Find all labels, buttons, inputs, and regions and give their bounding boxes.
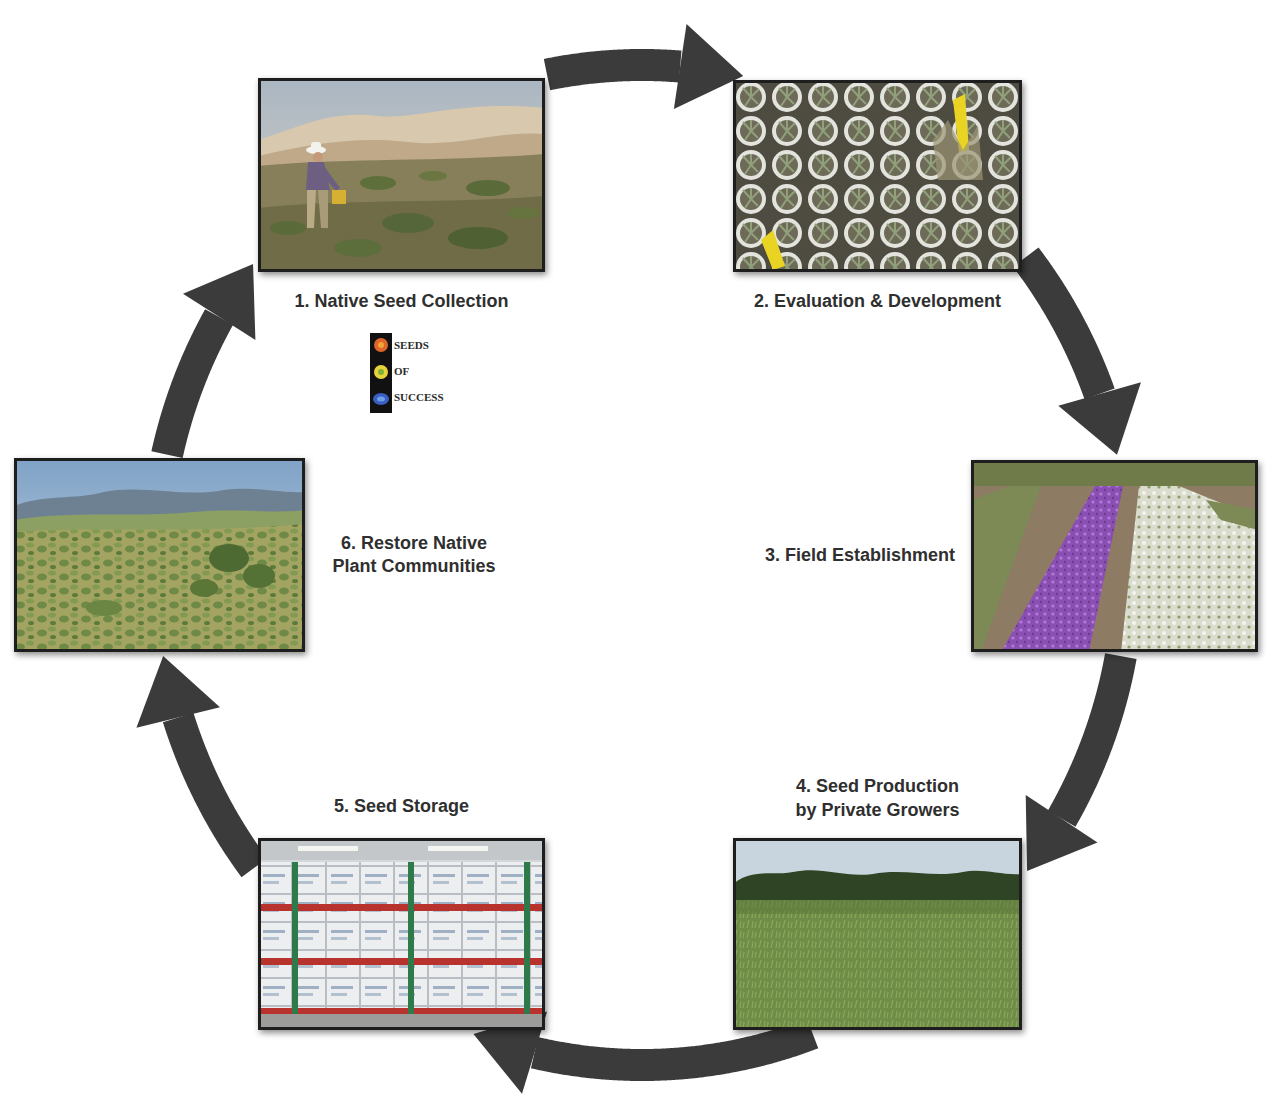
stage-title: 1. Native Seed Collection (294, 290, 508, 313)
arrow-shaft (178, 717, 254, 867)
stage-title: 4. Seed Production by Private Growers (789, 775, 967, 822)
stage-box: 3. Field Establishment (971, 460, 1258, 652)
stage-label: 1. Native Seed Collection (294, 290, 508, 313)
logo-text: SEEDS OF SUCCESS (394, 332, 444, 410)
arrow-head (136, 656, 220, 728)
stage-title: 3. Field Establishment (765, 544, 955, 567)
logo-text-box: SEEDS OF SUCCESS (394, 332, 444, 410)
production-photo (733, 838, 1022, 1030)
arrow-shaft (1026, 257, 1100, 394)
arrow-head (183, 264, 255, 340)
stage-box: 4. Seed Production by Private Growers (733, 838, 1022, 1030)
stage-box: 6. Restore Native Plant Communities (14, 458, 305, 652)
arrow-head (1026, 795, 1098, 871)
collection-photo (258, 78, 545, 272)
stage-label: 2. Evaluation & Development (754, 290, 1001, 313)
arrow-shaft (167, 317, 219, 455)
flower-rows (971, 460, 1258, 652)
cycle-arrow (1026, 257, 1141, 454)
cycle-arrow (1026, 656, 1121, 871)
stage-title: 5. Seed Storage (334, 795, 469, 818)
storage-photo (258, 838, 545, 1030)
stage-label: 3. Field Establishment (765, 544, 955, 567)
evaluation-photo (733, 80, 1022, 272)
seedling-trays (733, 80, 1022, 272)
stage-box: 2. Evaluation & Development (733, 80, 1022, 272)
stage-box: 5. Seed Storage (258, 838, 545, 1030)
arrow-shaft (535, 1033, 813, 1065)
sagebrush-landscape (14, 458, 305, 652)
cycle-arrow (547, 24, 743, 109)
warehouse-shelves (258, 838, 545, 1030)
stage-label: 6. Restore Native Plant Communities (329, 532, 499, 579)
stage-title: 2. Evaluation & Development (754, 290, 1001, 313)
restoration-photo (14, 458, 305, 652)
program-logo (370, 333, 392, 413)
stage-label: 5. Seed Storage (334, 795, 469, 818)
stage-title: 6. Restore Native Plant Communities (329, 532, 499, 579)
arrow-head (1058, 382, 1141, 454)
stage-label: 4. Seed Production by Private Growers (789, 775, 967, 822)
arrow-shaft (1062, 656, 1121, 819)
collection-scene (258, 78, 545, 272)
grass-field (733, 838, 1022, 1030)
stage-box: 1. Native Seed Collection (258, 78, 545, 272)
cycle-arrow (136, 656, 254, 868)
field-photo (971, 460, 1258, 652)
cycle-arrow (167, 264, 255, 455)
arrow-shaft (547, 65, 680, 75)
arrow-head (674, 24, 743, 109)
